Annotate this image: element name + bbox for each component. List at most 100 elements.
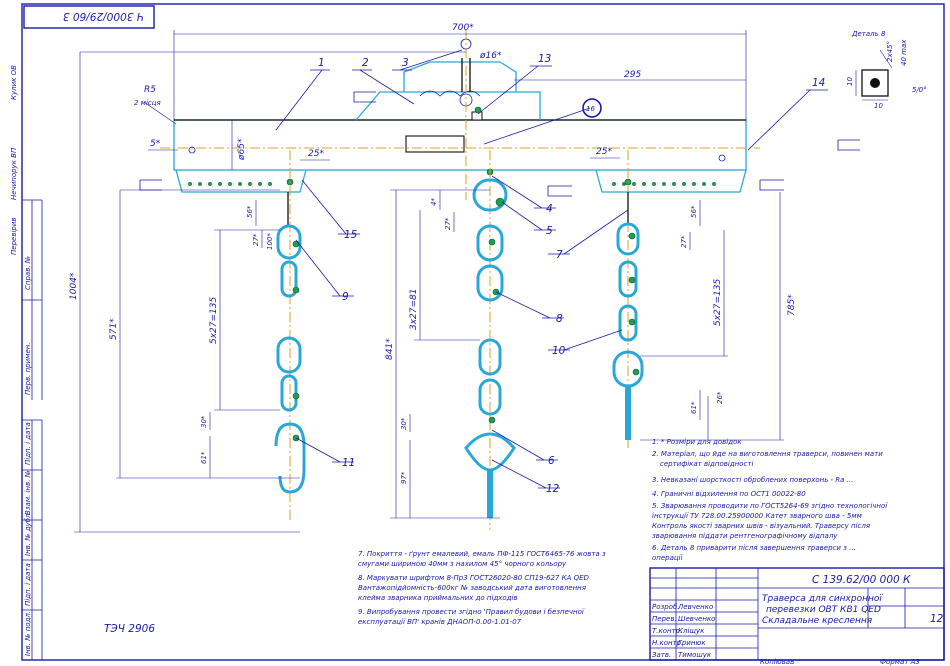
name-3: Кліщук [678, 627, 705, 635]
label-inv: Інв. № подл. [24, 611, 32, 656]
label-perv: Перв. примен. [24, 342, 32, 395]
dim-chain-left: 5х27=135 [209, 297, 219, 344]
balloon-15: 15 [344, 229, 358, 241]
dim-97: 97* [400, 471, 408, 484]
dim-right-chain-h: 785* [787, 294, 797, 316]
bottom-left-note: ТЭЧ 2906 [104, 623, 155, 635]
code-box [23, 5, 155, 29]
dim-beam-dia: ø65* [237, 138, 247, 161]
dim-61-right: 61* [690, 401, 698, 414]
code-box-text: Ч 3000/29/60 3 [63, 10, 144, 22]
balloon-7: 7 [556, 249, 563, 261]
balloon-2: 2 [362, 57, 369, 69]
chain-middle [464, 178, 516, 518]
chain-right [612, 192, 644, 440]
dim-angle-left: 25* [308, 149, 324, 159]
note-r-7: інструкції ТУ 728.00.25900000 Катет звар… [652, 512, 863, 520]
detail-8-view: Деталь 8 10 10 2х45° 40 max 5/0° [846, 30, 927, 110]
dim-chain-right: 5х27=135 [713, 279, 723, 326]
dim-total-width: 700* [452, 23, 474, 33]
title-block: С 139.62/00 000 К Траверса для синхронно… [649, 567, 945, 666]
dim-radius-note: 2 місця [134, 99, 161, 107]
label-pidp1: Підп. і дата [24, 422, 32, 465]
dim-five-deg: 5* [150, 139, 161, 149]
main-beam [139, 30, 860, 530]
dim-27-mid: 27* [444, 217, 452, 230]
note-b-4: Вантажопідйомність-600кг № заводський да… [358, 584, 586, 592]
role-5: Затв. [652, 651, 671, 659]
sheet-number: 12 [930, 613, 944, 625]
chain-left [274, 192, 306, 494]
dim-56-left: 56* [246, 205, 254, 218]
dim-56-right: 56* [690, 205, 698, 218]
balloon-6: 6 [548, 455, 555, 467]
note-b-7: експлуатації ВП' кранів ДНАОП-0.00-1.01-… [358, 618, 522, 626]
note-r-9: зварювання піддати рентгенографічному ві… [652, 532, 838, 540]
balloon-4: 4 [546, 203, 553, 215]
balloon-11: 11 [342, 457, 355, 469]
label-perevir: Перевірив [10, 217, 18, 255]
note-b-6: 9. Випробування провести згідно 'Правил … [358, 608, 585, 616]
balloon-3: 3 [402, 57, 409, 69]
note-r-10: 6. Деталь 8 приварити після завершення т… [652, 544, 856, 552]
dim-27-left: 27* [252, 233, 260, 246]
title-line-3: Складальне креслення [762, 616, 873, 626]
balloon-16: 16 [586, 105, 595, 113]
label-vzam: Взам. інв. № [24, 470, 32, 515]
name-4: Гринюк [678, 639, 706, 647]
note-b-5: клейма зварника приймальних до підходів [358, 594, 518, 602]
balloon-9: 9 [342, 291, 349, 303]
note-r-6: 5. Зварювання проводити по ГОСТ5264-69 з… [652, 502, 888, 510]
note-r-2: 2. Матеріал, що йде на виготовлення трав… [652, 450, 883, 458]
note-b-2: смугами шириною 40мм з нахилом 45° чорно… [358, 560, 567, 568]
note-r-8: Контроль якості зварних швів - візуальни… [652, 522, 870, 530]
name-5: Тимошук [678, 651, 712, 659]
dim-30-mid: 30* [400, 417, 408, 430]
note-r-5: 4. Граничні відхилення по ОСТ1 00022-80 [652, 490, 806, 498]
balloon-5: 5 [546, 225, 553, 237]
balloon-8: 8 [556, 313, 563, 325]
dim-100: 100* [266, 233, 274, 250]
dim-middle-chain-h: 841* [385, 338, 395, 360]
title-line-2: перевезки ОВТ КВ1 QED [766, 605, 881, 615]
balloon-14: 14 [812, 77, 825, 89]
role-2: Перев. [652, 615, 677, 623]
note-r-11: операції [652, 554, 684, 562]
format-label: Формат А3 [880, 658, 920, 666]
copied-label: Копіював [760, 658, 794, 666]
note-r-4: 3. Невказані шорсткості оброблених повер… [652, 476, 853, 484]
dim-right-span: 295 [624, 70, 641, 80]
technical-notes-right: 1. * Розміри для довідок 2. Матеріал, що… [652, 438, 888, 562]
detail-dim-10b: 10 [846, 77, 854, 86]
sheet-frame: Ч 3000/29/60 3 [21, 3, 945, 661]
dim-26: 26* [716, 391, 724, 404]
dim-30-left: 30* [200, 415, 208, 428]
dim-height-total: 1004* [69, 272, 79, 300]
balloon-12: 12 [546, 483, 560, 495]
balloon-leaders [275, 49, 828, 489]
doc-code: С 139.62/00 000 К [812, 574, 911, 586]
balloon-10: 10 [552, 345, 566, 357]
dim-61-left: 61* [200, 451, 208, 464]
left-margin-labels: Кулик ОВ Перевірив Нечипорук ВП Перв. пр… [10, 65, 32, 656]
label-sprav: Справ. № [24, 256, 32, 290]
dim-chain-mid: 3х27=81 [409, 289, 419, 331]
name-1: Левченко [677, 603, 713, 611]
note-b-3: 8. Маркувати шрифтом 8-Пр3 ГОСТ26020-80 … [358, 574, 590, 582]
detail-dim-angle: 5/0° [912, 86, 927, 94]
detail-dim-10a: 10 [874, 102, 883, 110]
note-b-1: 7. Покриття - ґрунт емалевий, емаль ПФ-1… [358, 550, 606, 558]
dimension-lines [74, 30, 784, 533]
role-3: Т.контр. [652, 627, 682, 635]
label-nechyporuk: Нечипорук ВП [10, 147, 18, 200]
dim-4: 4* [430, 198, 438, 206]
label-pidp2: Підп. і дата [24, 563, 32, 606]
dim-pin-dia: ø16* [479, 51, 502, 61]
balloon-labels: 1 2 3 13 14 16 15 4 5 7 8 9 10 6 11 12 [318, 53, 825, 495]
detail-dim-chamfer: 2х45° [886, 41, 894, 62]
dim-angle-right: 25* [596, 147, 612, 157]
label-dubl: Інв. № дубл. [24, 511, 32, 556]
dim-27-right: 27* [680, 235, 688, 248]
dim-left-chain-h: 571* [109, 318, 119, 340]
